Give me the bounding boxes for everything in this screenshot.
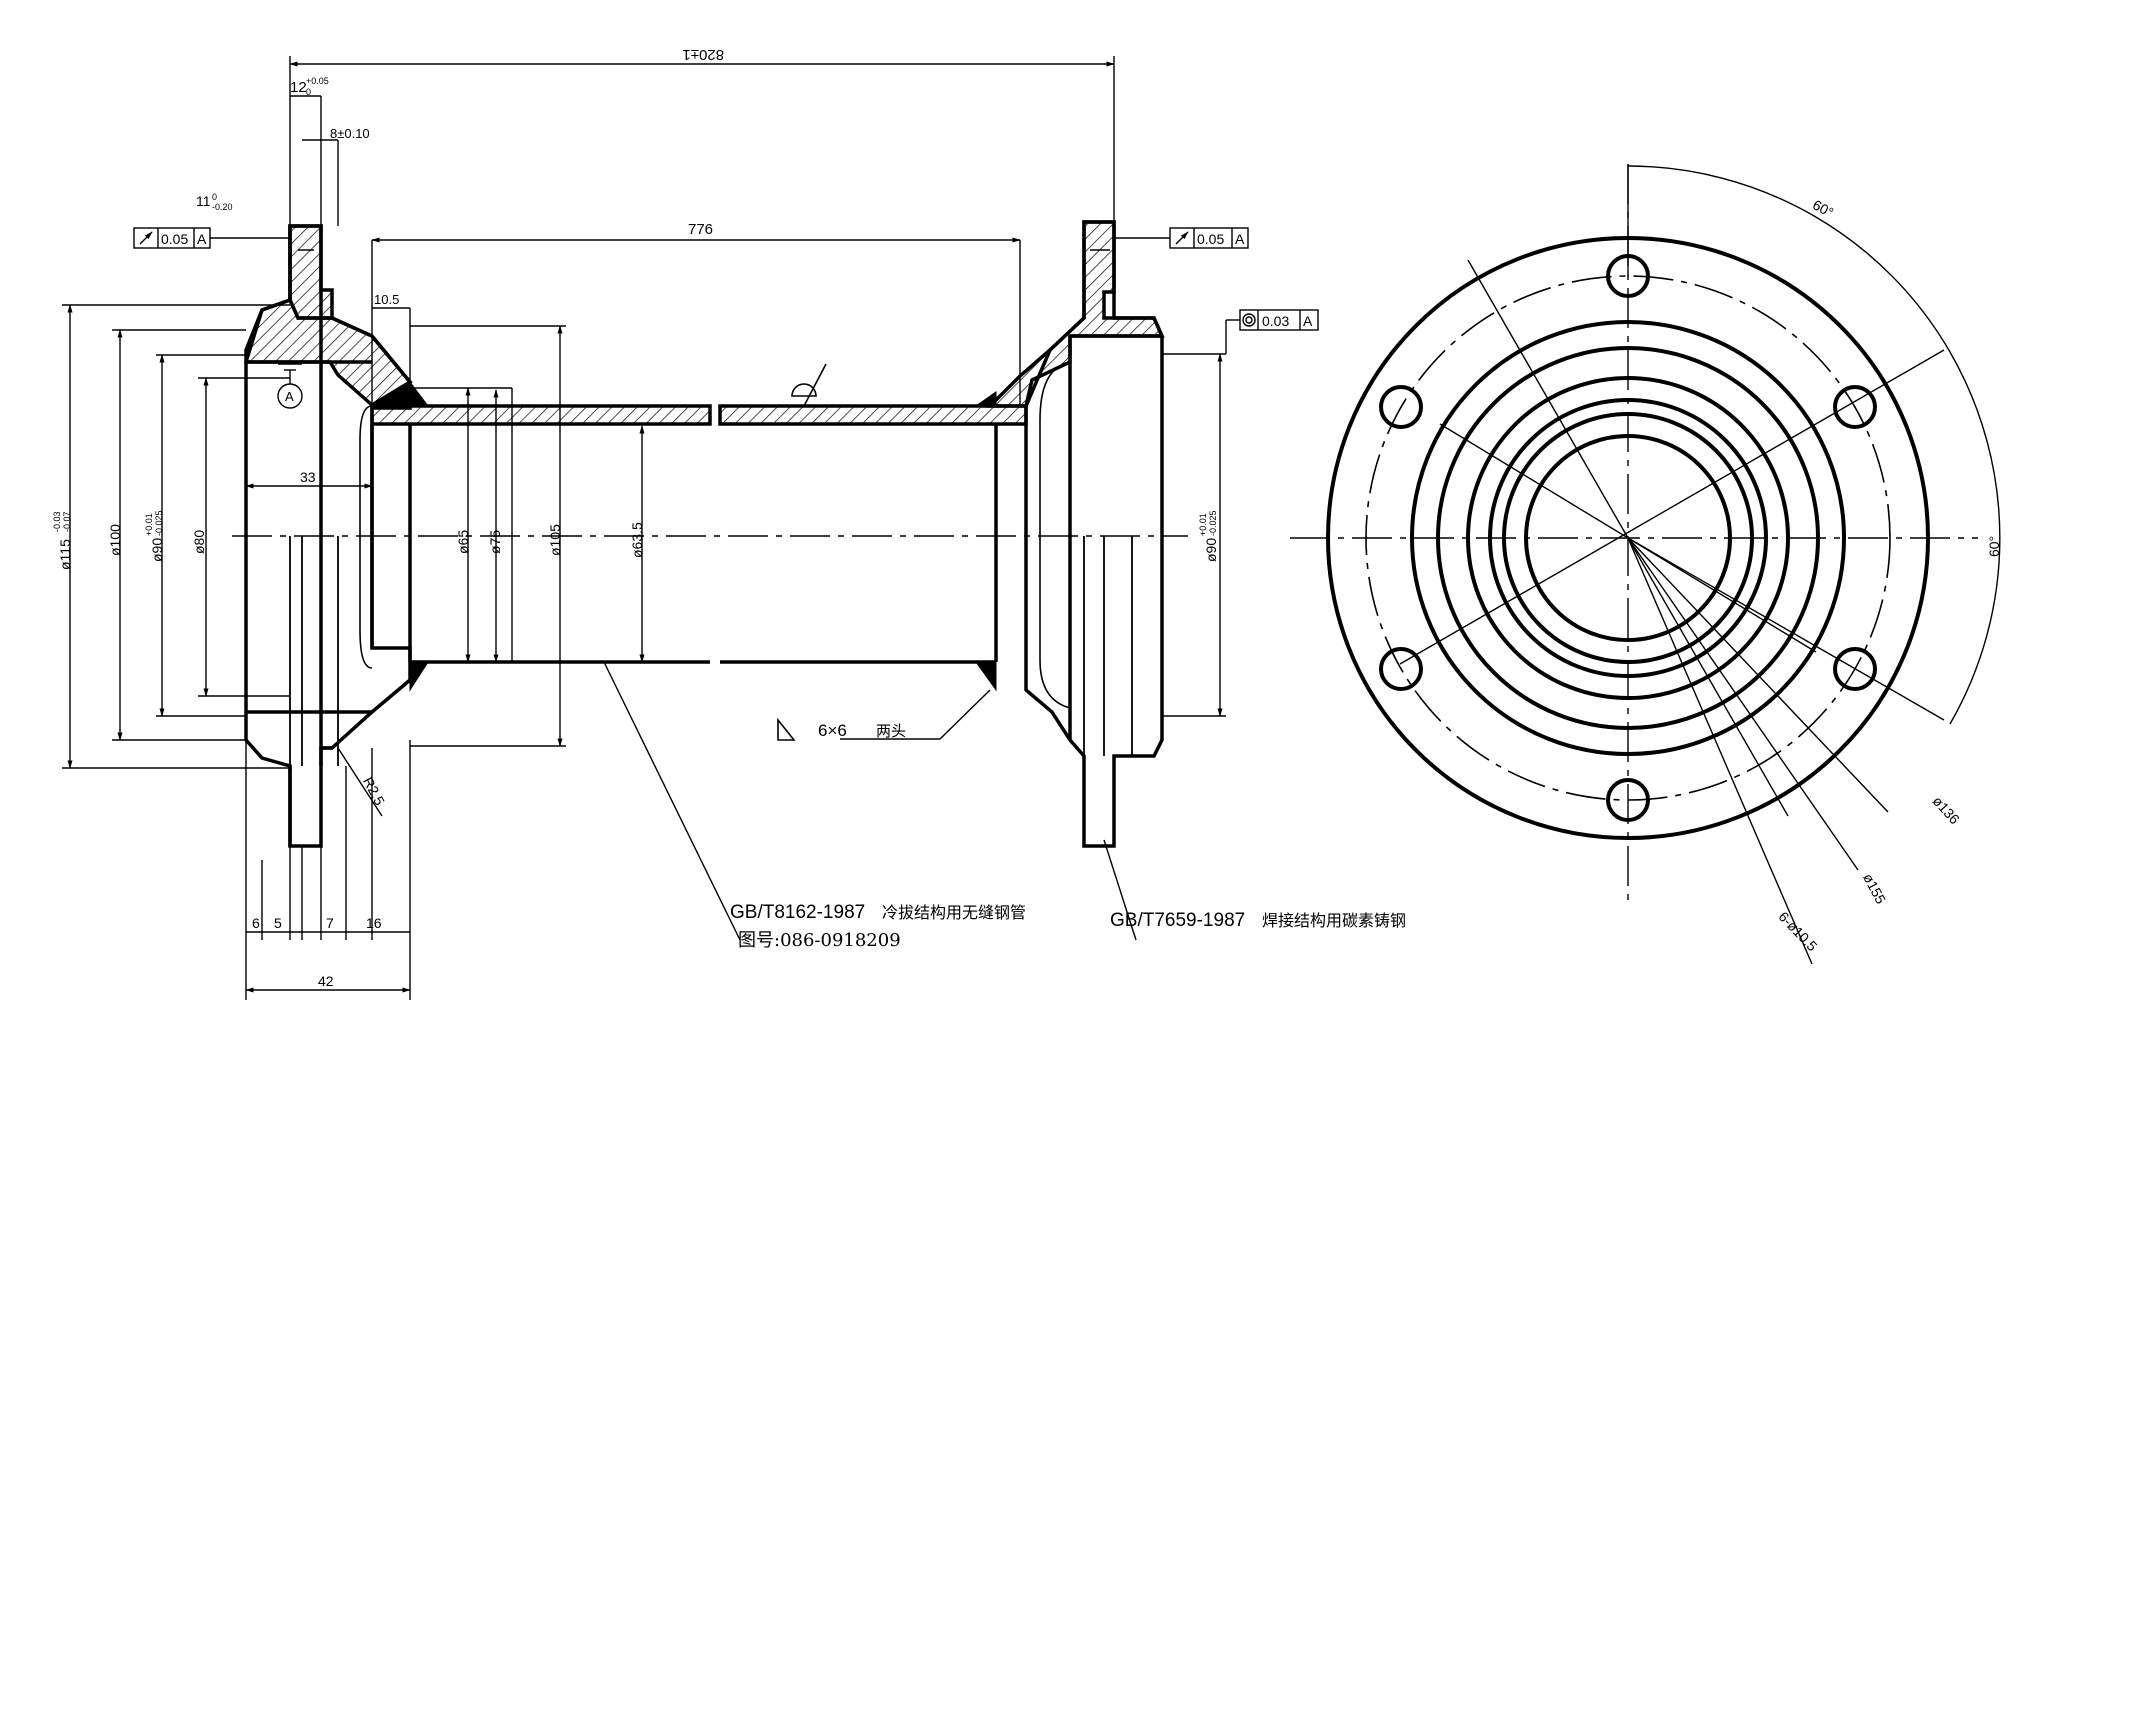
dim-dia-115-tol-lower: -0.07	[62, 511, 72, 532]
dim-bottom-5: 5	[274, 915, 282, 931]
runout-left-value: 0.05	[161, 231, 188, 247]
right-weld-bottom	[975, 661, 997, 692]
dim-angle-right: 60°	[1986, 536, 2002, 557]
ring-5	[1502, 412, 1754, 664]
dim-step-tol-lower: -0.20	[212, 202, 233, 212]
dim-weld-start: 10.5	[374, 292, 399, 307]
dim-dia-115-tol-upper: -0.03	[52, 511, 62, 532]
weld-fillet-note: 两头	[876, 722, 906, 740]
dim-dia-155: ø155	[1860, 871, 1889, 907]
dimension-lines	[62, 56, 1226, 1000]
dim-bottom-42: 42	[318, 973, 334, 989]
weld-symbol	[777, 363, 827, 741]
dim-flange-width-tol-upper: +0.05	[306, 76, 329, 86]
runout-right-datum: A	[1235, 231, 1245, 247]
dim-pipe-length: 776	[688, 221, 713, 238]
coaxiality-value: 0.03	[1262, 313, 1289, 329]
dim-overall-length: 820±1	[682, 46, 724, 63]
ring-4	[1488, 398, 1768, 678]
pipe-description: 冷拔结构用无缝钢管	[882, 903, 1026, 922]
dim-dia-105: ø105	[547, 524, 563, 556]
ring-1	[1410, 320, 1846, 756]
dim-dia-136: ø136	[1930, 793, 1963, 828]
dim-dia-100: ø100	[107, 524, 123, 556]
cast-standard: GB/T7659-1987	[1110, 910, 1245, 931]
side-view	[62, 56, 1226, 1000]
angle-arc	[1627, 165, 2001, 725]
bolt-holes	[1379, 254, 1877, 822]
right-flange-section	[985, 220, 1165, 408]
ring-3	[1466, 376, 1790, 700]
dim-dia-90-right-tol-lower: -0.025	[1208, 510, 1218, 536]
dim-dia-90-left-tol-lower: -0.025	[154, 510, 164, 536]
right-weld-top	[974, 391, 997, 407]
dim-dia-90-right: ø90	[1203, 538, 1219, 562]
dim-flange-width: 12	[290, 79, 307, 96]
pipe-left	[370, 404, 741, 941]
dim-radius: R2.5	[360, 774, 388, 808]
end-view	[1290, 164, 2001, 965]
dim-dia-80: ø80	[191, 530, 207, 554]
drawing-number: 图号:086-0918209	[738, 930, 901, 951]
left-flange-section	[244, 224, 430, 408]
dim-dia-63-5: ø63.5	[629, 522, 645, 558]
weld-fillet-size: 6×6	[818, 721, 847, 740]
dim-bottom-7: 7	[326, 915, 334, 931]
coaxiality-datum: A	[1303, 313, 1313, 329]
datum-a-letter: A	[285, 389, 294, 404]
runout-frame-left: 0.05 A	[133, 227, 290, 249]
dim-angle-top: 60°	[1810, 196, 1836, 220]
dim-dia-115: ø115	[57, 539, 73, 570]
dim-flange-width-tol-lower: 0	[306, 87, 311, 97]
dim-dia-90-right-tol-upper: +0.01	[1198, 513, 1208, 536]
runout-frame-right: 0.05 A	[1114, 227, 1249, 249]
dim-dia-90-left-tol-upper: +0.01	[144, 513, 154, 536]
bolt-hole	[1379, 647, 1423, 691]
dim-bottom-16: 16	[366, 915, 382, 931]
bolt-circle	[1365, 275, 1891, 801]
ring-6	[1524, 434, 1732, 642]
runout-right-value: 0.05	[1197, 231, 1224, 247]
dim-dia-75: ø75	[487, 530, 503, 554]
notes: GB/T8162-1987 冷拔结构用无缝钢管 图号:086-0918209 G…	[730, 902, 1406, 951]
dim-step: 11	[196, 193, 211, 209]
right-flange-body	[1024, 220, 1164, 848]
dim-holes: 6-ø10.5	[1775, 908, 1820, 954]
dim-dia-90-left: ø90	[149, 538, 165, 562]
bolt-hole	[1379, 385, 1423, 429]
dim-dia-65: ø65	[455, 530, 471, 554]
pipe-right	[718, 404, 1028, 664]
bolt-hole	[1833, 647, 1877, 691]
runout-left-datum: A	[197, 231, 207, 247]
bolt-hole	[1606, 778, 1650, 822]
pipe-standard: GB/T8162-1987	[730, 902, 865, 923]
coaxiality-frame: 0.03 A	[1225, 309, 1319, 354]
ring-2	[1436, 346, 1820, 730]
side-view-labels: 820±1 12 +0.05 0 8±0.10 11 0 -0.20 776 1…	[52, 46, 1219, 989]
hole-center-lines	[1399, 259, 1945, 965]
bolt-hole	[1833, 385, 1877, 429]
dim-flange-offset: 8±0.10	[330, 126, 370, 141]
dim-bore-depth: 33	[300, 469, 316, 485]
dim-step-tol-upper: 0	[212, 192, 217, 202]
cast-description: 焊接结构用碳素铸钢	[1262, 911, 1406, 930]
dim-bottom-6: 6	[252, 915, 260, 931]
end-view-labels: 60° 60° ø136 ø155 6-ø10.5	[1775, 196, 2002, 954]
left-weld-bottom	[409, 661, 429, 692]
datum-a-symbol	[277, 363, 303, 409]
